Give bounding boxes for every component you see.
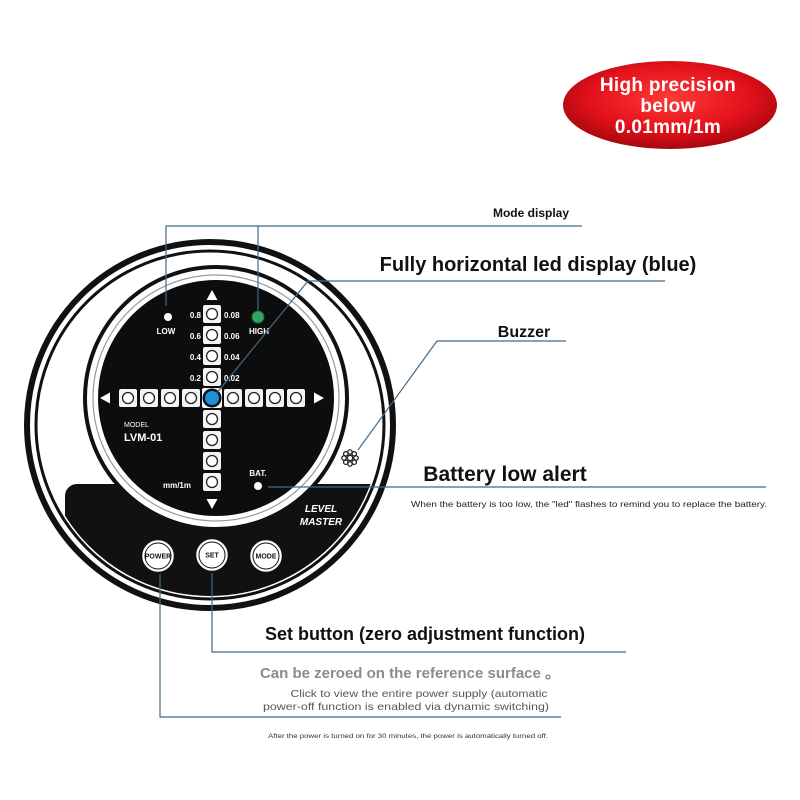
led-lamp xyxy=(205,475,219,489)
callout-lines xyxy=(159,225,766,718)
brand-line-2: MASTER xyxy=(300,517,343,528)
set-button-title: Set button (zero adjustment function) xyxy=(265,624,585,644)
led-segment xyxy=(119,389,137,407)
buzzer-title: Buzzer xyxy=(498,324,550,341)
power-button-face xyxy=(144,542,172,570)
power-button: POWER xyxy=(139,537,177,575)
power-button-note: After the power is turned on for 30 minu… xyxy=(268,733,548,740)
badge-line-1: High precision xyxy=(600,75,736,96)
model-name: LVM-01 xyxy=(124,432,162,444)
unit-label: mm/1m xyxy=(163,481,191,490)
led-lamp xyxy=(268,391,282,405)
level-device: 0.8 0.6 0.4 0.2 0.08 0.06 0.04 0.02 LOW … xyxy=(24,239,396,611)
arrow-left-icon xyxy=(100,392,110,404)
power-button-desc-1: Click to view the entire power supply (a… xyxy=(291,688,548,700)
left-scale: 0.8 0.6 0.4 0.2 xyxy=(190,311,202,383)
led-lamp xyxy=(205,412,219,426)
led-lamp xyxy=(205,328,219,342)
power-button-desc-2: power-off function is enabled via dynami… xyxy=(263,701,549,713)
mode-display-leader xyxy=(165,225,582,306)
scale-label: 0.06 xyxy=(224,332,240,341)
badge-line-2: below xyxy=(640,96,695,117)
led-segment xyxy=(203,326,221,344)
led-segment xyxy=(203,431,221,449)
battery-indicator xyxy=(254,482,262,490)
scale-label: 0.4 xyxy=(190,353,202,362)
led-lamp xyxy=(142,391,156,405)
scale-label: 0.8 xyxy=(190,311,202,320)
led-segment xyxy=(203,347,221,365)
right-scale: 0.08 0.06 0.04 0.02 xyxy=(224,311,240,383)
led-segment xyxy=(203,473,221,491)
led-display-leader xyxy=(215,280,665,395)
model-label: MODEL xyxy=(124,422,149,429)
led-cross xyxy=(119,305,305,491)
led-lamp xyxy=(247,391,261,405)
set-button-label: SET xyxy=(205,553,219,560)
mode-button-face xyxy=(252,542,280,570)
buzzer-leader xyxy=(357,340,566,451)
scale-label: 0.2 xyxy=(190,374,202,383)
arrow-right-icon xyxy=(314,392,324,404)
led-lamp xyxy=(184,391,198,405)
led-lamp xyxy=(205,370,219,384)
low-label: LOW xyxy=(157,327,176,336)
power-button-leader xyxy=(159,574,561,718)
set-button-face xyxy=(198,541,226,569)
badge-line-3: 0.01mm/1m xyxy=(615,117,721,138)
high-label: HIGH xyxy=(249,327,269,336)
led-segment xyxy=(182,389,200,407)
battery-alert-note: When the battery is too low, the "led" f… xyxy=(411,500,767,509)
mode-button-ring xyxy=(247,537,285,575)
arrow-up-icon xyxy=(206,290,218,300)
set-button: SET xyxy=(193,536,231,574)
scale-label: 0.02 xyxy=(224,374,240,383)
battery-label: BAT. xyxy=(249,469,266,478)
led-segment xyxy=(203,368,221,386)
led-segment xyxy=(203,410,221,428)
led-lamp xyxy=(205,349,219,363)
power-button-label: POWER xyxy=(145,554,171,561)
led-lamp xyxy=(205,433,219,447)
arrow-down-icon xyxy=(206,499,218,509)
set-button-leader xyxy=(211,573,626,653)
precision-badge: High precision below 0.01mm/1m xyxy=(563,61,777,149)
power-button-ring xyxy=(139,537,177,575)
set-button-note: Can be zeroed on the reference surface 。 xyxy=(260,665,560,682)
set-button-ring xyxy=(193,536,231,574)
scale-label: 0.04 xyxy=(224,353,240,362)
scale-label: 0.6 xyxy=(190,332,202,341)
led-segment xyxy=(287,389,305,407)
led-lamp xyxy=(289,391,303,405)
led-segment xyxy=(203,305,221,323)
led-lamp xyxy=(163,391,177,405)
battery-alert-title: Battery low alert xyxy=(423,463,586,486)
display-bezel-inner xyxy=(92,274,340,522)
led-lamp xyxy=(121,391,135,405)
brand-line-1: LEVEL xyxy=(305,504,337,515)
led-display-title: Fully horizontal led display (blue) xyxy=(380,254,697,276)
led-lamp xyxy=(205,307,219,321)
led-segment xyxy=(140,389,158,407)
led-segment xyxy=(245,389,263,407)
inner-ring xyxy=(34,249,386,601)
mode-button: MODE xyxy=(247,537,285,575)
mode-display-title: Mode display xyxy=(493,206,569,220)
badge-shape xyxy=(563,61,777,149)
led-segment xyxy=(266,389,284,407)
led-segment xyxy=(203,452,221,470)
center-led-lamp xyxy=(205,391,219,405)
led-lamp xyxy=(226,391,240,405)
led-lamp xyxy=(205,454,219,468)
mode-button-label: MODE xyxy=(256,554,277,561)
scale-label: 0.08 xyxy=(224,311,240,320)
led-segment xyxy=(224,389,242,407)
high-mode-indicator xyxy=(251,310,265,324)
low-mode-indicator xyxy=(164,313,172,321)
buzzer-icon xyxy=(341,449,359,467)
led-segment xyxy=(161,389,179,407)
